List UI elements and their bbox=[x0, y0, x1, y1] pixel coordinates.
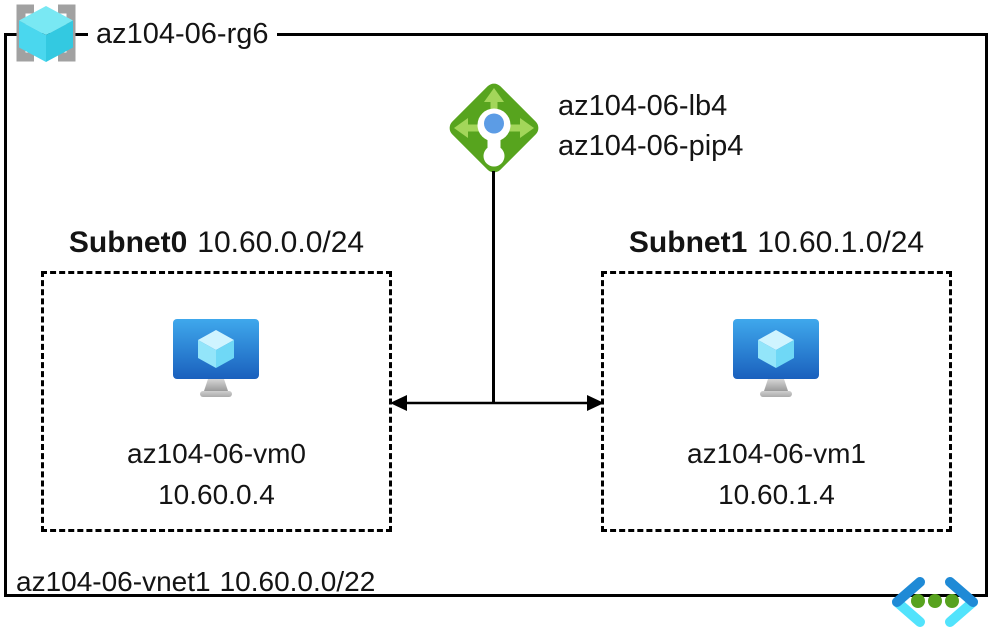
arrowhead-left bbox=[390, 395, 407, 411]
connector-vertical-line bbox=[492, 171, 495, 404]
virtual-network-icon bbox=[892, 577, 978, 627]
vm0-labels: az104-06-vm0 10.60.0.4 bbox=[41, 433, 392, 515]
vm1-ip: 10.60.1.4 bbox=[718, 479, 835, 510]
vnet-name: az104-06-vnet1 bbox=[16, 566, 211, 597]
load-balancer-name: az104-06-lb4 bbox=[558, 90, 728, 122]
vm1-icon bbox=[733, 319, 819, 397]
load-balancer-labels: az104-06-lb4 az104-06-pip4 bbox=[558, 86, 743, 166]
lb-arrow-right bbox=[520, 118, 534, 138]
vnet-cidr: 10.60.0.0/22 bbox=[219, 566, 376, 597]
vnet-label: az104-06-vnet1 10.60.0.0/22 bbox=[16, 566, 375, 598]
subnet1-label: Subnet1 10.60.1.0/24 bbox=[601, 224, 952, 262]
subnet0-name: Subnet0 bbox=[68, 226, 188, 259]
arrowhead-right bbox=[587, 395, 604, 411]
lb-arrow-left bbox=[454, 118, 468, 138]
connector-horizontal-arrow bbox=[390, 395, 604, 411]
load-balancer-icon bbox=[449, 83, 539, 173]
vm1-labels: az104-06-vm1 10.60.1.4 bbox=[601, 433, 952, 515]
rg-cube-left-face bbox=[19, 20, 46, 62]
resource-group-frame bbox=[4, 33, 988, 597]
rg-cube-right-face bbox=[46, 20, 73, 62]
lb-center-dot bbox=[484, 113, 504, 134]
subnet1-name: Subnet1 bbox=[628, 226, 748, 259]
vm0-icon bbox=[173, 319, 259, 397]
subnet1-box bbox=[601, 271, 952, 532]
vm1-name: az104-06-vm1 bbox=[687, 438, 866, 469]
vm0-name: az104-06-vm0 bbox=[127, 438, 306, 469]
resource-group-icon bbox=[16, 4, 76, 62]
vm0-ip: 10.60.0.4 bbox=[158, 479, 275, 510]
subnet0-cidr: 10.60.0.0/24 bbox=[197, 226, 365, 259]
public-ip-name: az104-06-pip4 bbox=[558, 130, 744, 162]
lb-arrow-up bbox=[484, 88, 504, 102]
subnet0-box bbox=[41, 271, 392, 532]
resource-group-label: az104-06-rg6 bbox=[88, 16, 277, 52]
subnet0-label: Subnet0 10.60.0.0/24 bbox=[41, 224, 392, 262]
subnet1-cidr: 10.60.1.0/24 bbox=[757, 226, 925, 259]
